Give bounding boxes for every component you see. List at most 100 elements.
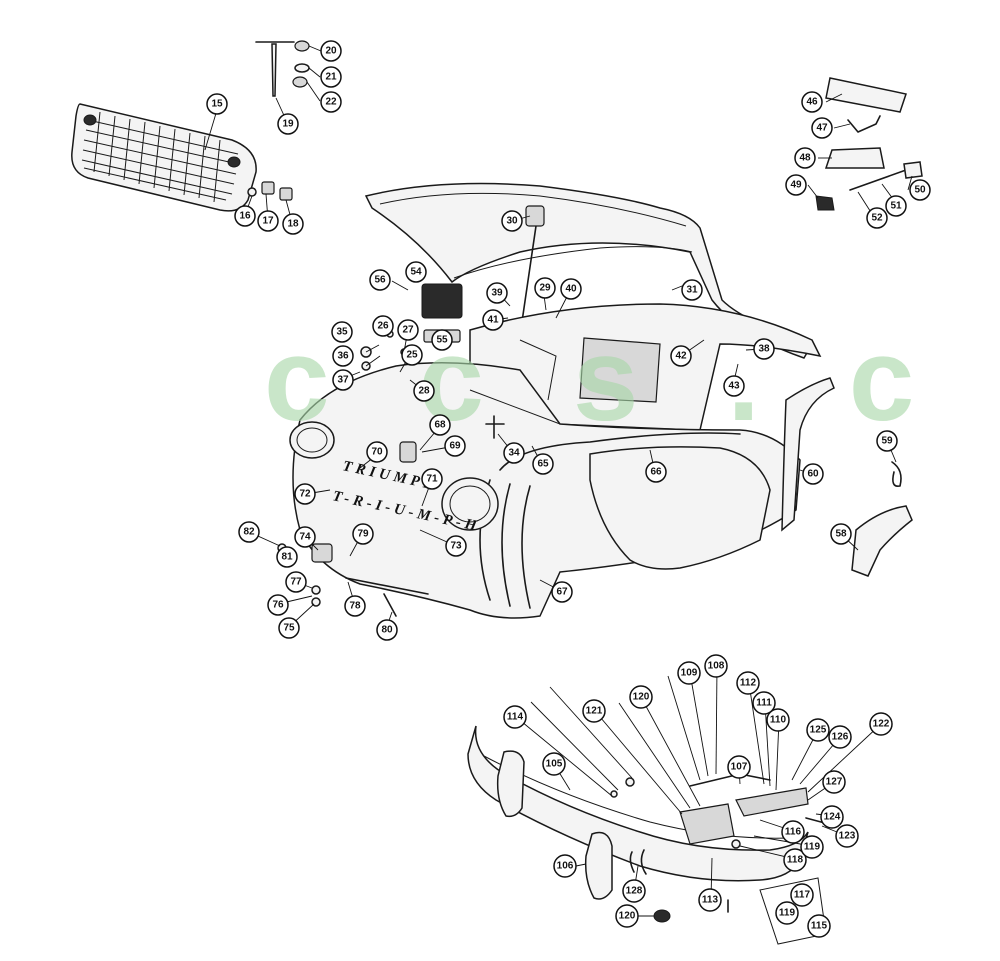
callout-number: 55	[436, 335, 448, 346]
callout-35: 35	[331, 321, 353, 343]
callout-68: 68	[429, 414, 451, 436]
bonnet-handle	[255, 41, 295, 97]
callout-number: 69	[449, 441, 461, 452]
callout-107: 107	[727, 755, 751, 779]
callout-25: 25	[401, 344, 423, 366]
callout-70: 70	[366, 441, 388, 463]
body-shell	[292, 303, 822, 619]
callout-number: 29	[539, 283, 551, 294]
callout-number: 66	[650, 467, 662, 478]
callout-number: 109	[681, 668, 698, 679]
callout-number: 121	[586, 706, 603, 717]
callout-number: 51	[890, 201, 902, 212]
callout-number: 54	[410, 267, 422, 278]
callout-number: 123	[839, 831, 856, 842]
callout-number: 47	[816, 123, 828, 134]
callout-16: 16	[234, 205, 256, 227]
callout-75: 75	[278, 617, 300, 639]
callout-number: 15	[211, 99, 223, 110]
callout-120: 120	[615, 904, 639, 928]
callout-126: 126	[828, 725, 852, 749]
callout-50: 50	[909, 179, 931, 201]
callout-22: 22	[320, 91, 342, 113]
callout-number: 71	[426, 474, 438, 485]
callout-number: 50	[914, 185, 926, 196]
callout-67: 67	[551, 581, 573, 603]
callout-number: 59	[881, 436, 893, 447]
callout-39: 39	[486, 282, 508, 304]
callout-number: 127	[826, 777, 843, 788]
callout-81: 81	[276, 546, 298, 568]
callout-number: 70	[371, 447, 383, 458]
callout-20: 20	[320, 40, 342, 62]
front-grille	[71, 103, 257, 212]
callout-19: 19	[277, 113, 299, 135]
callout-28: 28	[413, 380, 435, 402]
callout-number: 41	[487, 315, 499, 326]
callout-49: 49	[785, 174, 807, 196]
callout-76: 76	[267, 594, 289, 616]
callout-128: 128	[622, 879, 646, 903]
callout-number: 126	[832, 732, 849, 743]
callout-38: 38	[753, 338, 775, 360]
callout-121: 121	[582, 699, 606, 723]
callout-number: 118	[787, 855, 804, 866]
callout-number: 40	[565, 284, 577, 295]
callout-60: 60	[802, 463, 824, 485]
callout-number: 49	[790, 180, 802, 191]
callout-number: 68	[434, 420, 446, 431]
callout-number: 37	[337, 375, 349, 386]
callout-51: 51	[885, 195, 907, 217]
callout-number: 81	[281, 552, 293, 563]
callout-114: 114	[503, 705, 527, 729]
callout-119: 119	[775, 901, 799, 925]
callout-112: 112	[736, 671, 760, 695]
callout-116: 116	[781, 820, 805, 844]
callout-number: 120	[619, 911, 636, 922]
callout-123: 123	[835, 824, 859, 848]
callout-74: 74	[294, 526, 316, 548]
callout-number: 79	[357, 529, 369, 540]
callout-120: 120	[629, 685, 653, 709]
callout-number: 60	[807, 469, 819, 480]
callout-29: 29	[534, 277, 556, 299]
callout-40: 40	[560, 278, 582, 300]
handle-fasteners	[292, 40, 310, 88]
callout-106: 106	[553, 854, 577, 878]
callout-number: 42	[675, 351, 687, 362]
callout-56: 56	[369, 269, 391, 291]
callout-number: 67	[556, 587, 568, 598]
callout-number: 115	[811, 921, 828, 932]
callout-number: 48	[799, 153, 811, 164]
callout-65: 65	[532, 453, 554, 475]
callout-number: 36	[337, 351, 349, 362]
callout-27: 27	[397, 319, 419, 341]
callout-number: 122	[873, 719, 890, 730]
callout-number: 38	[758, 344, 770, 355]
callout-77: 77	[285, 571, 307, 593]
callout-number: 112	[740, 678, 757, 689]
callout-number: 110	[770, 715, 787, 726]
callout-number: 46	[806, 97, 818, 108]
callout-number: 30	[506, 216, 518, 227]
callout-113: 113	[698, 888, 722, 912]
callout-number: 58	[835, 529, 847, 540]
callout-37: 37	[332, 369, 354, 391]
callout-105: 105	[542, 752, 566, 776]
callout-17: 17	[257, 210, 279, 232]
callout-number: 31	[686, 285, 698, 296]
callout-18: 18	[282, 213, 304, 235]
callout-54: 54	[405, 261, 427, 283]
callout-111: 111	[752, 691, 776, 715]
callout-number: 56	[374, 275, 386, 286]
callout-number: 18	[287, 219, 299, 230]
callout-number: 73	[450, 541, 462, 552]
callout-58: 58	[830, 523, 852, 545]
callout-108: 108	[704, 654, 728, 678]
callout-number: 43	[728, 381, 740, 392]
callout-number: 35	[336, 327, 348, 338]
callout-number: 19	[282, 119, 294, 130]
callout-46: 46	[801, 91, 823, 113]
